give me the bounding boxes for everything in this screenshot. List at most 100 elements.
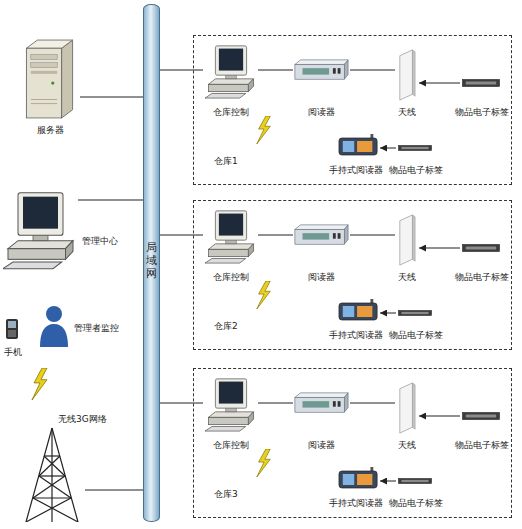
control-node: 仓库控制: [203, 207, 258, 283]
antenna-icon: [400, 215, 415, 265]
antenna-node: 天线: [395, 46, 419, 118]
monitor-node: 管理者监控: [36, 303, 72, 349]
node-label: 物品电子标签: [455, 272, 509, 283]
network-bus: 局域网: [143, 4, 160, 522]
node-label: 手持式阅读器: [329, 498, 383, 509]
link-line: [85, 490, 143, 491]
link-line: [350, 235, 395, 236]
control-node: 仓库控制: [203, 42, 258, 118]
tag-node: 物品电子标签: [460, 243, 504, 283]
node-label: 仓库控制: [213, 272, 249, 283]
node-label: 仓库2: [214, 321, 238, 332]
tag-node: 物品电子标签: [460, 78, 504, 118]
tag-icon: [398, 145, 431, 150]
handheld-node: 手持式阅读器: [332, 295, 380, 341]
handheld-node: 手持式阅读器: [332, 463, 380, 509]
reader-icon: [295, 60, 348, 79]
node-label: 手持式阅读器: [329, 165, 383, 176]
link-line: [160, 403, 203, 404]
reader-node: 阅读器: [293, 56, 350, 118]
signal-arrow: [380, 481, 396, 482]
reader-node: 阅读器: [293, 389, 350, 451]
management-node: 管理中心: [3, 188, 78, 276]
tower-icon: [26, 428, 78, 522]
link-line: [78, 200, 143, 201]
tag-node: 物品电子标签: [396, 475, 436, 509]
antenna-icon: [400, 50, 415, 100]
reader-icon: [295, 225, 348, 244]
link-line: [258, 403, 293, 404]
antenna-node: 天线: [395, 379, 419, 451]
handheld-icon: [339, 134, 377, 155]
computer-icon: [205, 211, 254, 263]
node-label: 物品电子标签: [455, 440, 509, 451]
wireless-symbol: [257, 281, 271, 309]
link-line: [160, 235, 203, 236]
signal-arrow: [419, 248, 460, 249]
server-node: 服务器: [20, 36, 80, 136]
node-label: 物品电子标签: [455, 107, 509, 118]
person-icon: [40, 306, 68, 347]
node-label: 仓库1: [214, 156, 238, 167]
node-label: 手持式阅读器: [329, 330, 383, 341]
signal-arrow: [419, 416, 460, 417]
phone-icon: [6, 319, 18, 339]
tag-node: 物品电子标签: [396, 142, 436, 176]
computer-icon: [205, 379, 254, 431]
node-label: 服务器: [37, 125, 64, 136]
tag-node: 物品电子标签: [460, 411, 504, 451]
node-label: 管理者监控: [74, 323, 119, 334]
node-label: 物品电子标签: [389, 498, 443, 509]
node-label: 局域网: [144, 241, 159, 280]
node-label: 阅读器: [308, 272, 335, 283]
tag-icon: [462, 245, 499, 252]
node-label: 管理中心: [82, 236, 118, 247]
wireless-symbol: [257, 116, 271, 144]
link-line: [160, 70, 203, 71]
link-line: [80, 97, 143, 98]
node-label: 手机: [4, 347, 22, 358]
node-label: 天线: [398, 107, 416, 118]
computer-icon: [205, 46, 254, 98]
phone-node: 手机: [2, 316, 24, 358]
warehouse-zone: 仓库3仓库控制阅读器天线物品电子标签手持式阅读器物品电子标签: [193, 368, 512, 518]
node-label: 仓库控制: [213, 440, 249, 451]
signal-arrow: [380, 313, 396, 314]
warehouse-zone: 仓库2仓库控制阅读器天线物品电子标签手持式阅读器物品电子标签: [193, 200, 512, 350]
handheld-icon: [339, 299, 377, 320]
tag-node: 物品电子标签: [396, 307, 436, 341]
link-line: [258, 235, 293, 236]
antenna-node: 天线: [395, 211, 419, 283]
node-label: 无线3G网络: [58, 414, 107, 425]
reader-node: 阅读器: [293, 221, 350, 283]
signal-arrow: [419, 83, 460, 84]
signal-arrow: [380, 148, 396, 149]
warehouse-zone: 仓库1仓库控制阅读器天线物品电子标签手持式阅读器物品电子标签: [193, 35, 512, 185]
wireless-symbol: [32, 368, 47, 400]
node-label: 物品电子标签: [389, 165, 443, 176]
node-label: 天线: [398, 272, 416, 283]
control-node: 仓库控制: [203, 375, 258, 451]
node-label: 仓库控制: [213, 107, 249, 118]
handheld-node: 手持式阅读器: [332, 130, 380, 176]
server-icon: [26, 40, 72, 118]
node-label: 阅读器: [308, 107, 335, 118]
link-line: [258, 70, 293, 71]
wireless-symbol: [257, 449, 271, 477]
tag-icon: [462, 80, 499, 87]
tag-icon: [398, 310, 431, 315]
computer-icon: [3, 193, 73, 269]
link-line: [350, 403, 395, 404]
antenna-icon: [400, 383, 415, 433]
tower-node: 无线3G网络: [20, 410, 85, 522]
node-label: 阅读器: [308, 440, 335, 451]
node-label: 物品电子标签: [389, 330, 443, 341]
tag-icon: [398, 478, 431, 483]
tag-icon: [462, 413, 499, 420]
node-label: 仓库3: [214, 489, 238, 500]
link-line: [350, 70, 395, 71]
